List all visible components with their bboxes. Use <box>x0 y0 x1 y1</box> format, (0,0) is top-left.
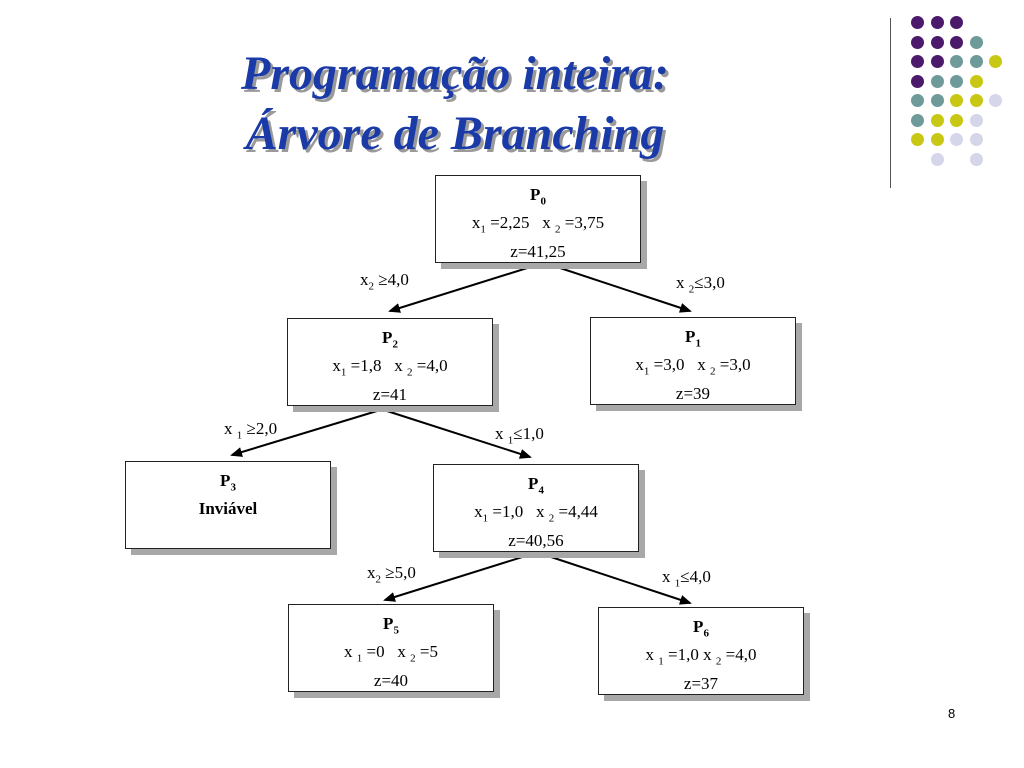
decorative-dot <box>930 94 944 107</box>
decorative-dot <box>911 74 924 88</box>
edge-p4-p5 <box>383 553 533 602</box>
decorative-dot <box>911 35 924 49</box>
edge-label-p0-p2: x2 ≥4,0 <box>360 270 409 293</box>
node-p0-objective: z=41,25 <box>510 241 566 261</box>
edge-label-p4-p6: x 1≤4,0 <box>662 567 711 590</box>
decorative-dot <box>930 74 944 88</box>
node-p3: P3 Inviável <box>125 461 331 549</box>
title-line-1: Programação inteira: <box>241 47 669 100</box>
edge-label-p4-p5: x2 ≥5,0 <box>367 563 416 586</box>
decorative-dot <box>969 133 983 146</box>
node-p2-values: x1 =1,8 x 2 =4,0 <box>332 356 448 379</box>
decorative-dot <box>969 74 983 88</box>
edge-label-p2-p4: x 1≤1,0 <box>495 424 544 447</box>
decorative-dot <box>911 55 924 68</box>
node-p5: P5 x 1 =0 x 2 =5 z=40 <box>288 604 494 692</box>
node-p0-name: P0 <box>530 185 546 208</box>
decorative-dot <box>930 152 944 166</box>
node-p6-name: P6 <box>693 617 709 640</box>
node-p2-name: P2 <box>382 328 398 351</box>
node-p6: P6 x 1 =1,0 x 2 =4,0 z=37 <box>598 607 804 695</box>
slide-title: Programação inteira: Árvore de Branching <box>150 44 760 164</box>
decorative-dot <box>989 94 1002 107</box>
node-p0: P0 x1 =2,25 x 2 =3,75 z=41,25 <box>435 175 641 263</box>
node-p6-values: x 1 =1,0 x 2 =4,0 <box>645 645 757 668</box>
node-p1-values: x1 =3,0 x 2 =3,0 <box>635 355 751 378</box>
node-p1-name: P1 <box>685 327 701 350</box>
node-p4: P4 x1 =1,0 x 2 =4,44 z=40,56 <box>433 464 639 552</box>
decorative-dot <box>911 113 924 127</box>
decorative-dot <box>950 113 963 127</box>
edge-p2-p3 <box>230 410 378 457</box>
decorative-dot <box>969 152 983 166</box>
decorative-dot <box>930 35 944 49</box>
node-p5-name: P5 <box>383 614 399 637</box>
edge-p0-p2 <box>388 263 541 313</box>
node-p5-values: x 1 =0 x 2 =5 <box>344 642 438 665</box>
node-p3-name: P3 <box>220 471 236 494</box>
decorative-dot <box>950 55 963 68</box>
node-p5-objective: z=40 <box>373 670 409 690</box>
node-p4-objective: z=40,56 <box>508 530 564 550</box>
node-p6-objective: z=37 <box>683 673 719 693</box>
edge-p4-p6 <box>541 553 692 605</box>
decorative-dot <box>911 94 924 107</box>
decorative-dot <box>911 16 924 29</box>
decorative-dot <box>950 133 963 146</box>
edge-p2-p4 <box>386 410 532 459</box>
node-p1-objective: z=39 <box>675 383 711 403</box>
edge-label-p0-p1: x 2≤3,0 <box>676 273 725 296</box>
edge-label-p2-p3: x 1 ≥2,0 <box>224 419 278 442</box>
node-p4-values: x1 =1,0 x 2 =4,44 <box>474 502 598 525</box>
node-p2: P2 x1 =1,8 x 2 =4,0 z=41 <box>287 318 493 406</box>
decorative-dot <box>950 35 963 49</box>
node-p3-status: Inviável <box>198 499 258 519</box>
decorative-dot <box>950 94 963 107</box>
node-p0-values: x1 =2,25 x 2 =3,75 <box>471 213 605 236</box>
divider-line <box>890 18 891 188</box>
node-p4-name: P4 <box>528 474 544 497</box>
edge-p0-p1 <box>547 263 692 313</box>
decorative-dot <box>930 16 944 29</box>
decorative-dot <box>911 133 924 146</box>
decorative-dot <box>930 133 944 146</box>
node-p2-objective: z=41 <box>372 384 408 404</box>
decorative-dot <box>969 55 983 68</box>
page-number: 8 <box>948 706 956 721</box>
decorative-dot <box>969 94 983 107</box>
title-line-2: Árvore de Branching <box>245 107 665 160</box>
decorative-dot <box>969 35 983 49</box>
decorative-dot <box>950 16 963 29</box>
decorative-dot <box>930 113 944 127</box>
decorative-dot <box>930 55 944 68</box>
decorative-dot <box>950 74 963 88</box>
node-p1: P1 x1 =3,0 x 2 =3,0 z=39 <box>590 317 796 405</box>
decorative-dot <box>989 55 1002 68</box>
decorative-dot <box>969 113 983 127</box>
